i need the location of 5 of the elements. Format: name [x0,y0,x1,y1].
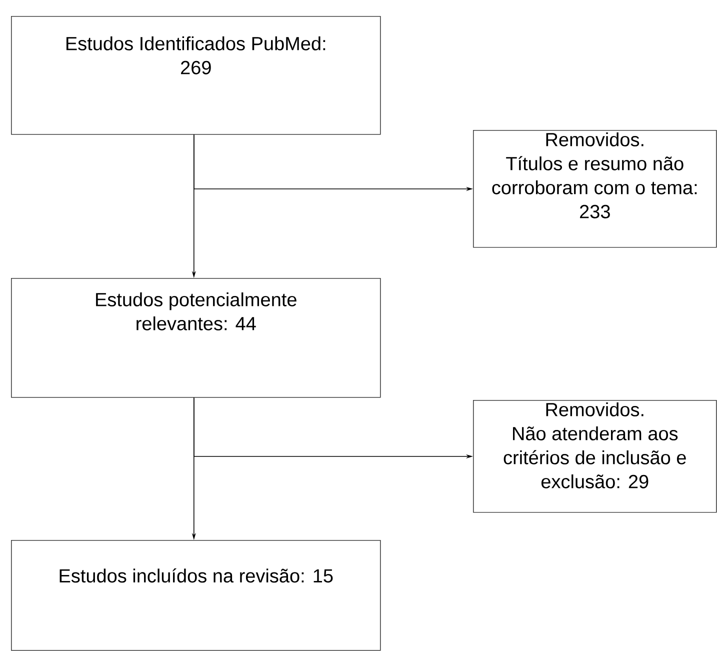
process-box: Removidos. Títulos e resumo não corroboram com o tema: 233 [473,130,717,248]
process-box: Estudos potencialmente relevantes: 44 [11,278,381,398]
process-box: Estudos incluídos na revisão: 15 [11,540,381,651]
process-box: Removidos. Não atenderam aos critérios de inclusão e exclusão: 29 [473,400,717,513]
process-box: Estudos Identificados PubMed: 269 [11,16,381,135]
